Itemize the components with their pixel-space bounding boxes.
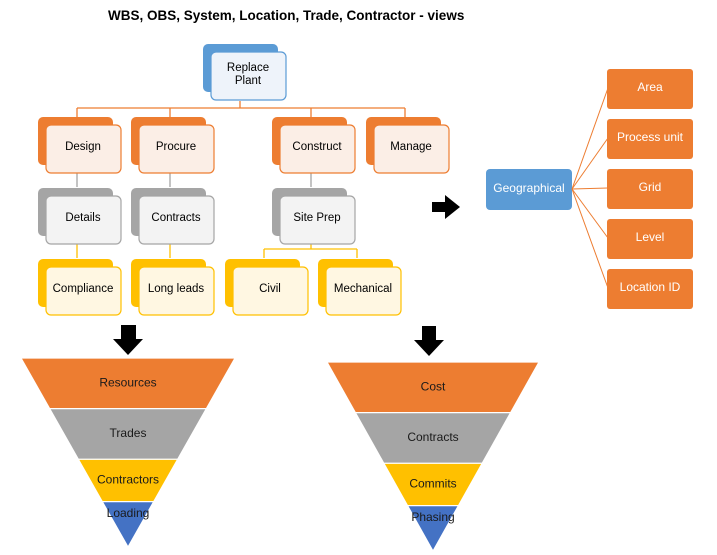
arrow-down-icon <box>113 325 143 355</box>
arrow-right-icon <box>432 195 460 219</box>
funnel-label: Contractors <box>97 473 159 487</box>
funnel-label: Trades <box>110 426 147 440</box>
geo-connector <box>571 188 609 239</box>
node-design[interactable]: Design <box>38 117 122 174</box>
node-label: Construct <box>292 141 342 153</box>
node-label: Area <box>637 80 663 94</box>
node-label: Geographical <box>493 181 564 195</box>
node-label: Location ID <box>620 280 681 294</box>
node-label: Process unit <box>617 130 684 144</box>
hierarchy-connectors <box>76 101 406 258</box>
node-label: Procure <box>156 141 196 153</box>
node-label: Level <box>636 230 665 244</box>
node-process-unit[interactable]: Process unit <box>607 119 693 159</box>
node-location-id[interactable]: Location ID <box>607 269 693 309</box>
node-geographical[interactable]: Geographical <box>486 169 572 210</box>
funnel-layer-loading[interactable] <box>101 501 155 549</box>
funnel-label: Cost <box>421 379 446 393</box>
arrow-down-icon <box>414 326 444 356</box>
funnel-label: Phasing <box>411 510 454 524</box>
node-label: Replace <box>227 62 269 74</box>
node-label: Compliance <box>53 283 114 295</box>
node-label: Long leads <box>148 283 205 295</box>
node-contracts[interactable]: Contracts <box>131 188 215 245</box>
node-label: Site Prep <box>293 212 340 224</box>
funnel-label: Contracts <box>407 430 458 444</box>
node-civil[interactable]: Civil <box>225 259 309 316</box>
node-grid[interactable]: Grid <box>607 169 693 209</box>
node-long-leads[interactable]: Long leads <box>131 259 215 316</box>
funnel-layer-phasing[interactable] <box>406 505 460 553</box>
node-label: Contracts <box>151 212 200 224</box>
node-label: Plant <box>235 75 262 87</box>
node-label: Design <box>65 141 101 153</box>
node-level[interactable]: Level <box>607 219 693 259</box>
node-area[interactable]: Area <box>607 69 693 109</box>
geo-connector <box>571 137 609 190</box>
geo-connector <box>571 187 609 190</box>
node-label: Details <box>65 212 100 224</box>
node-mechanical[interactable]: Mechanical <box>318 259 402 316</box>
funnel-label: Loading <box>107 506 150 520</box>
node-construct[interactable]: Construct <box>272 117 356 174</box>
node-label: Mechanical <box>334 283 392 295</box>
geo-connector <box>571 188 609 289</box>
funnel-label: Commits <box>409 477 456 491</box>
node-label: Civil <box>259 283 281 295</box>
node-site-prep[interactable]: Site Prep <box>272 188 356 245</box>
node-details[interactable]: Details <box>38 188 122 245</box>
node-manage[interactable]: Manage <box>366 117 450 174</box>
node-label: Grid <box>639 180 662 194</box>
node-procure[interactable]: Procure <box>131 117 215 174</box>
diagram-title: WBS, OBS, System, Location, Trade, Contr… <box>108 8 465 23</box>
node-label: Manage <box>390 141 432 153</box>
node-replace-plant[interactable]: Replace Plant <box>203 44 287 101</box>
geo-connector <box>571 87 609 190</box>
node-compliance[interactable]: Compliance <box>38 259 122 316</box>
funnel-label: Resources <box>99 375 156 389</box>
